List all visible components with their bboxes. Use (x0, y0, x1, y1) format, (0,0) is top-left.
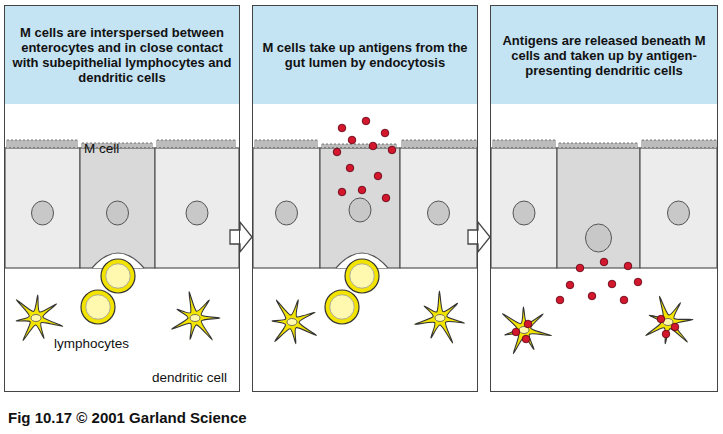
microvilli (322, 144, 396, 148)
m-cell (320, 148, 400, 268)
enterocyte (491, 148, 557, 268)
header-band: Antigens are released beneath M cells an… (491, 6, 717, 104)
dendritic-cell (502, 307, 551, 354)
antigen (576, 264, 584, 272)
part-label: lymphocytes (52, 336, 131, 351)
m-cell (557, 148, 640, 268)
antigen (338, 124, 346, 132)
antigen (369, 142, 377, 150)
enterocyte (400, 148, 477, 268)
microvilli (559, 143, 637, 148)
microvilli (7, 140, 77, 148)
dendritic-cell (646, 296, 693, 343)
m-cell (80, 148, 155, 268)
enterocyte (253, 148, 320, 268)
antigen (512, 328, 520, 336)
antigen (382, 194, 390, 202)
nucleus (186, 201, 208, 225)
enterocyte (640, 148, 717, 268)
nucleus (107, 201, 129, 225)
antigen (333, 148, 341, 156)
antigen (338, 188, 346, 196)
part-label: dendritic cell (150, 370, 229, 385)
nucleus (668, 201, 690, 225)
header-band: M cells take up antigens from the gut lu… (253, 6, 477, 104)
enterocyte (155, 148, 239, 268)
antigen (657, 315, 665, 323)
dendritic-cell (415, 291, 465, 343)
panel: M cells take up antigens from the gut lu… (252, 5, 478, 392)
lymphocyte (325, 290, 359, 324)
step-arrow (230, 222, 252, 252)
lymphocyte (101, 259, 135, 293)
panel-heading: M cells are interspersed between enteroc… (11, 25, 233, 85)
epithelium (491, 140, 717, 268)
dendritic-cell (172, 292, 220, 340)
part-label: M cell (82, 141, 121, 156)
figure-caption: Fig 10.17 © 2001 Garland Science (8, 409, 247, 426)
antigen (388, 146, 396, 154)
dendritic-cell (272, 300, 317, 344)
enterocyte (5, 148, 80, 268)
panel: M cells are interspersed between enteroc… (4, 5, 240, 392)
microvilli (493, 140, 555, 148)
epithelium (5, 140, 239, 268)
epithelium (253, 140, 477, 268)
antigen (600, 258, 608, 266)
antigen (588, 292, 596, 300)
nucleus (349, 198, 371, 222)
antigen (374, 172, 382, 180)
antigen (634, 278, 642, 286)
antigen (671, 323, 679, 331)
antigen (524, 320, 532, 328)
antigen (566, 281, 574, 289)
nucleus (428, 201, 450, 225)
antigen (620, 296, 628, 304)
antigen (556, 296, 564, 304)
panel-heading: Antigens are released beneath M cells an… (497, 33, 711, 78)
antigen (624, 262, 632, 270)
antigen (522, 335, 530, 343)
panel-heading: M cells take up antigens from the gut lu… (259, 40, 471, 70)
microvilli (157, 140, 235, 148)
microvilli (402, 140, 476, 148)
antigen (662, 330, 670, 338)
microvilli (642, 140, 716, 148)
lymphocyte (345, 259, 379, 293)
antigen (362, 117, 370, 125)
antigen (358, 186, 366, 194)
lymphocyte (81, 290, 115, 324)
antigen (608, 280, 616, 288)
nucleus (513, 201, 535, 225)
antigen (381, 129, 389, 137)
header-band: M cells are interspersed between enteroc… (5, 6, 239, 104)
nucleus (32, 201, 54, 225)
antigen (348, 136, 356, 144)
microvilli (255, 140, 317, 148)
nucleus (586, 224, 612, 252)
dendritic-cell (16, 295, 63, 340)
step-arrow (468, 222, 490, 252)
antigen (346, 164, 354, 172)
nucleus (276, 201, 298, 225)
panel: Antigens are released beneath M cells an… (490, 5, 718, 392)
